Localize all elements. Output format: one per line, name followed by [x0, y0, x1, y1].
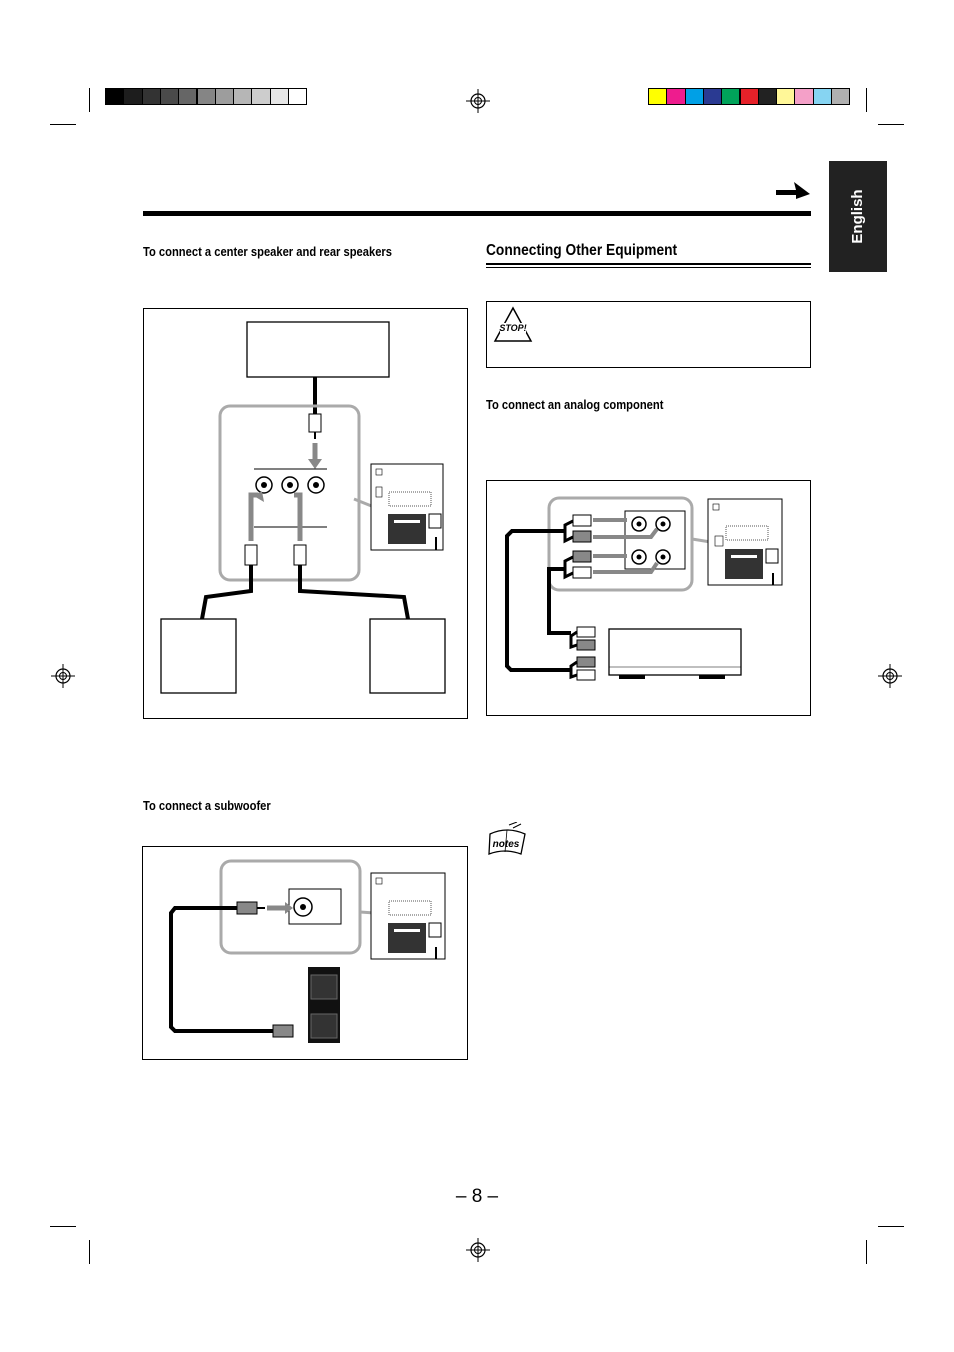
color-swatch — [648, 88, 668, 105]
color-swatch — [214, 88, 235, 105]
color-swatch — [794, 88, 814, 105]
crop-mark — [89, 1240, 90, 1264]
registration-mark-icon — [51, 664, 75, 688]
color-swatch — [178, 88, 198, 105]
color-swatch — [251, 88, 271, 105]
crop-mark — [866, 88, 867, 112]
center-rear-diagram — [143, 308, 468, 719]
stop-warning-icon: STOP! — [493, 306, 533, 342]
color-swatch — [776, 88, 796, 105]
color-swatch — [105, 88, 125, 105]
color-swatch — [757, 88, 778, 105]
analog-diagram — [486, 480, 811, 716]
color-swatch — [159, 88, 180, 105]
section-title-rule — [486, 263, 811, 265]
color-swatch — [666, 88, 686, 105]
header-rule — [143, 211, 811, 216]
caution-box: STOP! — [486, 301, 811, 368]
color-swatch — [684, 88, 704, 105]
color-swatch — [288, 88, 308, 105]
analog-diagram-drawing — [505, 496, 783, 681]
subwoofer-heading: To connect a subwoofer — [143, 798, 271, 813]
color-swatch — [812, 88, 832, 105]
center-rear-diagram-drawing — [160, 321, 446, 694]
color-swatch — [233, 88, 253, 105]
color-swatch — [269, 88, 289, 105]
crop-mark — [89, 88, 90, 112]
center-rear-heading: To connect a center speaker and rear spe… — [143, 244, 392, 259]
crop-mark — [50, 124, 76, 125]
crop-mark — [878, 124, 904, 125]
language-tab-label: English — [849, 189, 866, 244]
color-swatch — [196, 88, 216, 105]
subwoofer-diagram-drawing — [169, 859, 446, 1043]
color-swatch — [739, 88, 759, 105]
section-title: Connecting Other Equipment — [486, 242, 678, 259]
registration-mark-icon — [466, 1238, 490, 1262]
analog-heading: To connect an analog component — [486, 397, 664, 412]
crop-mark — [878, 1226, 904, 1227]
arrow-right-icon — [776, 182, 810, 199]
language-tab: English — [829, 161, 887, 272]
color-swatch — [721, 88, 741, 105]
svg-text:STOP!: STOP! — [499, 323, 526, 333]
notes-icon: notes — [488, 822, 526, 855]
registration-mark-icon — [878, 664, 902, 688]
registration-mark-icon — [466, 89, 490, 113]
svg-text:notes: notes — [493, 839, 520, 850]
crop-mark — [866, 1240, 867, 1264]
subwoofer-diagram — [142, 846, 468, 1060]
color-swatch — [141, 88, 161, 105]
color-swatch — [123, 88, 143, 105]
color-swatch — [702, 88, 723, 105]
crop-mark — [50, 1226, 76, 1227]
color-swatch — [831, 88, 851, 105]
page-number: – 8 – — [455, 1186, 499, 1207]
section-title-rule — [486, 267, 811, 268]
